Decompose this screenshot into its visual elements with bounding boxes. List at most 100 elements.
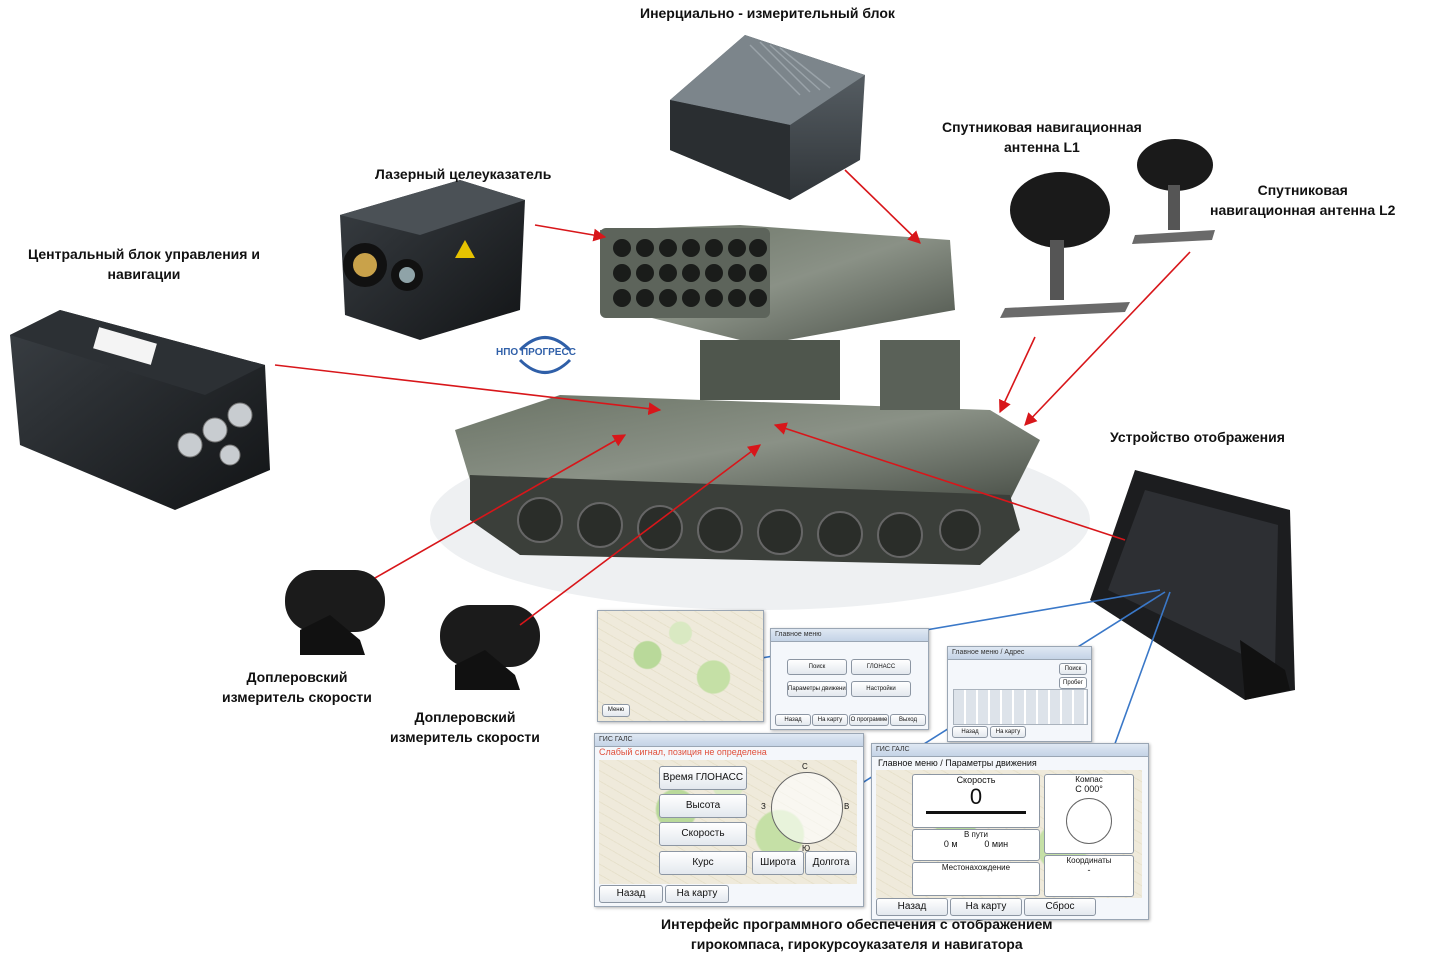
arrow-gnss-l1 [999, 336, 1036, 414]
exit-button[interactable]: Выход [890, 714, 926, 726]
compass-dial [1066, 798, 1112, 844]
arrow-doppler-2 [519, 444, 762, 626]
arrow-display [773, 422, 1126, 541]
doppler-sensor-1 [285, 570, 385, 655]
screen-address: Главное меню / Адрес Поиск Пробег Назад … [947, 646, 1092, 742]
screen-motion: ГИС ГАЛС Главное меню / Параметры движен… [871, 743, 1149, 920]
arrow-gnss-l2 [1024, 251, 1191, 426]
label-gnss-l2-line2: навигационная антенна L2 [1210, 202, 1396, 218]
onscreen-keyboard[interactable] [953, 689, 1088, 725]
main-back-button[interactable]: Назад [775, 714, 811, 726]
motion-params-button[interactable]: Параметры движения [787, 681, 847, 697]
label-doppler-1: Доплеровский измеритель скорости [222, 667, 372, 707]
glonass-button[interactable]: ГЛОНАСС [851, 659, 911, 675]
trip-time: 0 мин [984, 839, 1009, 849]
speed-panel: Скорость 0 [912, 774, 1040, 828]
coords-value-1: - [1087, 865, 1091, 875]
address-back-button[interactable]: Назад [952, 726, 988, 738]
compass-value: С 000° [1075, 784, 1103, 794]
arrow-central [274, 364, 662, 416]
coords-label: Координаты [1066, 856, 1112, 865]
label-software: Интерфейс программного обеспечения с ото… [661, 914, 1053, 954]
address-map-button[interactable]: На карту [990, 726, 1026, 738]
label-gnss-l2-line1: Спутниковая [1257, 182, 1348, 198]
label-gnss-l1-line1: Спутниковая навигационная [942, 119, 1142, 135]
label-gnss-l2: Спутниковая навигационная антенна L2 [1210, 180, 1395, 220]
compass-panel: Компас С 000° [1044, 774, 1134, 854]
label-gnss-l1: Спутниковая навигационная антенна L1 [942, 117, 1142, 157]
npo-progress-logo-text: НПО ПРОГРЕСС [496, 347, 576, 358]
compass-east: В [844, 802, 850, 811]
npo-progress-logo-mark [518, 336, 572, 374]
glonass-status: Слабый сигнал, позиция не определена [599, 747, 767, 757]
motion-header: Главное меню / Параметры движения [878, 758, 1037, 768]
label-laser: Лазерный целеуказатель [375, 166, 552, 182]
label-display: Устройство отображения [1110, 429, 1285, 445]
display-device [1090, 470, 1295, 700]
settings-button[interactable]: Настройки [851, 681, 911, 697]
location-label: Местонахождение [941, 863, 1011, 872]
gnss-antenna-l1 [1000, 172, 1130, 318]
address-search-button[interactable]: Поиск [1059, 663, 1087, 675]
address-run-label: Пробег [1059, 677, 1087, 689]
motion-title-bar: ГИС ГАЛС [872, 744, 1148, 757]
speed-button[interactable]: Скорость [659, 822, 747, 846]
location-panel: Местонахождение [912, 862, 1040, 896]
label-doppler-1-line2: измеритель скорости [222, 689, 372, 705]
glonass-compass-dial [771, 772, 843, 844]
screen-map-small: Меню [597, 610, 764, 722]
reset-button[interactable]: Сброс [1024, 898, 1096, 916]
motion-back-button[interactable]: Назад [876, 898, 948, 916]
arrow-imu [844, 169, 921, 244]
compass-south: Ю [802, 844, 811, 853]
label-software-line1: Интерфейс программного обеспечения с ото… [661, 916, 1053, 932]
latitude-button[interactable]: Широта [752, 851, 804, 875]
label-doppler-1-line1: Доплеровский [246, 669, 348, 685]
coords-panel: Координаты - [1044, 855, 1134, 897]
speed-value: 0 [969, 784, 983, 809]
doppler-sensor-2 [440, 605, 540, 690]
compass-label: Компас [1075, 775, 1103, 784]
glonass-time-button[interactable]: Время ГЛОНАСС [659, 766, 747, 790]
arrow-laser [534, 224, 607, 242]
label-imu: Инерциально - измерительный блок [640, 5, 895, 21]
compass-north: С [802, 762, 808, 771]
gnss-antenna-l2 [1132, 139, 1215, 244]
glonass-back-button[interactable]: Назад [599, 885, 663, 903]
tank-vehicle [455, 225, 1040, 565]
screen-glonass: ГИС ГАЛС Слабый сигнал, позиция не опред… [594, 733, 864, 907]
trip-distance: 0 м [943, 839, 958, 849]
label-central: Центральный блок управления и навигации [28, 244, 260, 284]
label-doppler-2-line2: измеритель скорости [390, 729, 540, 745]
map-view [598, 611, 763, 721]
search-button[interactable]: Поиск [787, 659, 847, 675]
speed-label: Скорость [956, 775, 996, 785]
label-gnss-l1-line2: антенна L1 [1003, 139, 1080, 155]
address-header: Главное меню / Адрес [948, 647, 1091, 660]
label-central-line2: навигации [107, 266, 181, 282]
about-button[interactable]: О программе [849, 714, 889, 726]
glonass-title-bar: ГИС ГАЛС [595, 734, 863, 747]
label-doppler-2: Доплеровский измеритель скорости [390, 707, 540, 747]
glonass-map-button[interactable]: На карту [665, 885, 729, 903]
longitude-button[interactable]: Долгота [805, 851, 857, 875]
central-control-unit [10, 310, 270, 510]
label-software-line2: гирокомпаса, гирокурсоуказателя и навига… [690, 936, 1023, 952]
label-doppler-2-line1: Доплеровский [414, 709, 516, 725]
in-way-label: В пути [963, 830, 989, 839]
laser-designator-unit [340, 180, 525, 340]
screen-main-menu: Главное меню Поиск ГЛОНАСС Параметры дви… [770, 628, 929, 730]
label-central-line1: Центральный блок управления и [28, 246, 260, 262]
map-menu-button[interactable]: Меню [602, 704, 630, 717]
course-button[interactable]: Курс [659, 851, 747, 875]
main-menu-header: Главное меню [771, 629, 928, 642]
altitude-button[interactable]: Высота [659, 794, 747, 818]
main-map-button[interactable]: На карту [812, 714, 848, 726]
trip-panel: В пути 0 м 0 мин [912, 829, 1040, 861]
arrow-doppler-1 [374, 434, 627, 579]
compass-west: З [761, 802, 766, 811]
motion-map-button[interactable]: На карту [950, 898, 1022, 916]
imu-unit [670, 35, 865, 200]
speed-bar [926, 811, 1026, 814]
